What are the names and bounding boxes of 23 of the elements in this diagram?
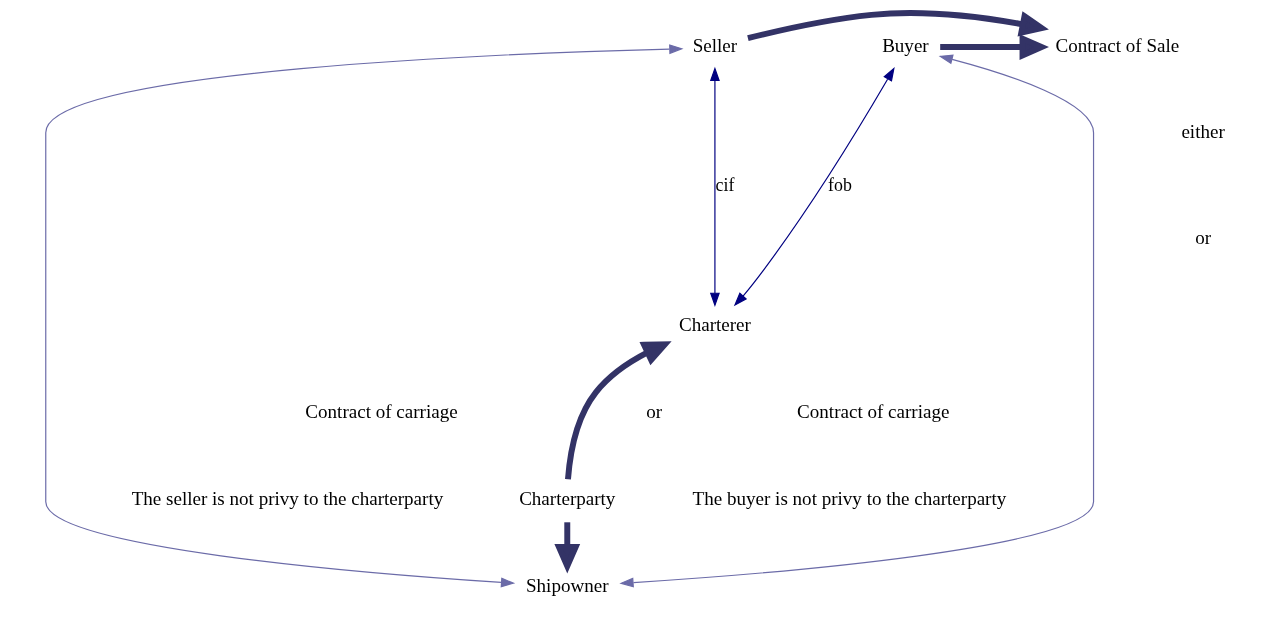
edge-label: fob (828, 175, 852, 196)
label: or (1195, 227, 1212, 249)
node-text: Seller (692, 34, 738, 56)
arrow (565, 341, 672, 480)
edge-label: cif (715, 175, 735, 196)
node-text: Charterparty (519, 488, 616, 510)
node-text: Shipowner (526, 575, 609, 597)
node-text: Charterer (678, 314, 751, 336)
arrow (554, 522, 581, 574)
label: either (1181, 121, 1225, 143)
node-text: Buyer (882, 34, 929, 56)
arrow (619, 54, 1095, 588)
label: The buyer is not privy to the charterparty (692, 488, 1007, 510)
label: Contract of carriage (797, 401, 950, 423)
arrow (45, 44, 684, 588)
node-text: Contract of Sale (1055, 34, 1180, 56)
arrow (940, 34, 1049, 60)
label: or (646, 401, 663, 423)
label: Contract of carriage (305, 401, 458, 423)
arrow (709, 66, 720, 307)
label: The seller is not privy to the charterparty (131, 488, 444, 510)
arrow (733, 66, 895, 307)
arrow (747, 10, 1049, 42)
